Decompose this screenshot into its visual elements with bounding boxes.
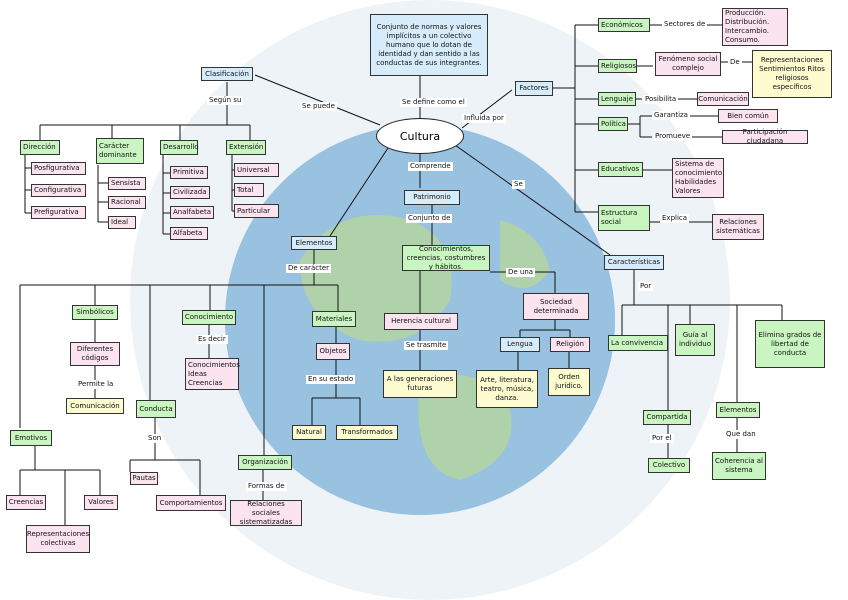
particular-node[interactable]: Particular xyxy=(234,204,279,218)
definition-node[interactable]: Conjunto de normas y valores implícitos … xyxy=(370,14,488,76)
generaciones-futuras-node[interactable]: A las generaciones futuras xyxy=(383,370,457,398)
label-por-el: Por el xyxy=(650,434,674,443)
compartida-node[interactable]: Compartida xyxy=(643,410,691,425)
prefigurativa-node[interactable]: Prefigurativa xyxy=(31,206,86,219)
label-sectores-de: Sectores de xyxy=(662,20,708,29)
bien-comun-node[interactable]: Bien común xyxy=(718,109,778,123)
politica-node[interactable]: Política xyxy=(598,117,628,131)
ideal-node[interactable]: Ideal xyxy=(108,216,136,229)
sensista-node[interactable]: Sensista xyxy=(108,177,146,190)
participacion-node[interactable]: Participación ciudadana xyxy=(722,128,808,145)
elementos-node-2[interactable]: Elementos xyxy=(716,402,760,418)
produccion-node[interactable]: Producción. Distribución. Intercambio. C… xyxy=(722,8,788,46)
label-se-define: Se define como el xyxy=(400,98,467,107)
label-promueve: Promueve xyxy=(653,132,693,141)
comportamientos-node[interactable]: Comportamientos xyxy=(156,495,226,511)
label-se: Se xyxy=(512,180,525,189)
relaciones-sociales-node[interactable]: Relaciones sociales sistematizadas xyxy=(230,500,302,526)
desarrollo-node[interactable]: Desarrollo xyxy=(160,140,199,155)
label-de-una: De una xyxy=(506,268,536,277)
organizacion-node[interactable]: Organización xyxy=(238,455,292,470)
extension-node[interactable]: Extensión xyxy=(226,140,266,155)
elementos-node[interactable]: Elementos xyxy=(291,236,337,250)
label-que-dan: Que dan xyxy=(724,430,758,439)
label-formas-de: Formas de xyxy=(246,482,287,491)
label-influida: Influida por xyxy=(462,114,506,123)
analfabeta-node[interactable]: Analfabeta xyxy=(170,206,214,219)
religion-node[interactable]: Religión xyxy=(550,337,590,352)
diferentes-codigos-node[interactable]: Diferentes códigos xyxy=(70,342,120,366)
label-son: Son xyxy=(146,434,164,443)
label-en-su-estado: En su estado xyxy=(306,375,356,384)
universal-node[interactable]: Universal xyxy=(234,163,279,177)
religiosos-node[interactable]: Religiosos xyxy=(598,59,637,73)
arte-literatura-node[interactable]: Arte, literatura, teatro, música, danza. xyxy=(476,370,538,408)
objetos-node[interactable]: Objetos xyxy=(316,343,350,360)
lengua-node[interactable]: Lengua xyxy=(500,337,540,352)
relaciones-sistematicas-node[interactable]: Relaciones sistemáticas xyxy=(712,214,764,240)
simbolicos-node[interactable]: Simbólicos xyxy=(72,305,118,320)
label-garantiza: Garantiza xyxy=(652,111,690,120)
caracteristicas-node[interactable]: Características xyxy=(604,255,664,270)
label-permite-la: Permite la xyxy=(76,380,116,389)
label-explica: Explica xyxy=(660,214,690,223)
label-de: De xyxy=(728,58,742,67)
lenguaje-node[interactable]: Lenguaje xyxy=(598,92,636,106)
conocimientos-ideas-node[interactable]: Conocimientos Ideas Creencias xyxy=(185,358,240,390)
convivencia-node[interactable]: La convivencia xyxy=(608,335,668,351)
herencia-cultural-node[interactable]: Herencia cultural xyxy=(384,313,458,330)
civilizada-node[interactable]: Civilizada xyxy=(170,186,210,199)
representaciones-colectivas-node[interactable]: Representaciones colectivas xyxy=(26,525,90,553)
emotivos-node[interactable]: Emotivos xyxy=(10,430,52,446)
fenomeno-node[interactable]: Fenómeno social complejo xyxy=(655,52,721,76)
racional-node[interactable]: Racional xyxy=(108,196,146,209)
materiales-node[interactable]: Materiales xyxy=(312,311,356,327)
total-node[interactable]: Total xyxy=(234,183,264,197)
elimina-grados-node[interactable]: Elimina grados de libertad de conducta xyxy=(755,320,825,368)
comunicacion-node-1[interactable]: Comunicación xyxy=(697,92,749,106)
label-conjunto-de: Conjunto de xyxy=(406,214,453,223)
orden-juridico-node[interactable]: Orden jurídico. xyxy=(548,368,590,396)
configurativa-node[interactable]: Configurativa xyxy=(31,184,86,197)
label-segun-su: Según su xyxy=(207,96,244,105)
label-por: Por xyxy=(638,282,654,291)
pautas-node[interactable]: Pautas xyxy=(130,472,158,485)
coherencia-node[interactable]: Coherencia al sistema xyxy=(712,452,766,480)
economicos-node[interactable]: Económicos xyxy=(598,18,650,32)
educativos-node[interactable]: Educativos xyxy=(598,162,643,177)
conducta-node[interactable]: Conducta xyxy=(136,400,176,418)
clasificacion-node[interactable]: Clasificación xyxy=(201,67,253,81)
conocimientos-creencias-node[interactable]: Conocimientos, creencias, costumbres y h… xyxy=(402,245,490,271)
transformados-node[interactable]: Transformados xyxy=(336,425,398,440)
colectivo-node[interactable]: Colectivo xyxy=(648,458,690,473)
label-de-caracter: De carácter xyxy=(286,264,332,273)
label-es-decir: Es decir xyxy=(196,335,228,344)
patrimonio-node[interactable]: Patrimonio xyxy=(404,190,460,205)
conocimiento-node[interactable]: Conocimiento xyxy=(182,310,236,325)
alfabeta-node[interactable]: Alfabeta xyxy=(170,227,208,240)
natural-node[interactable]: Natural xyxy=(292,425,326,440)
posfigurativa-node[interactable]: Posfigurativa xyxy=(31,162,86,175)
valores-node[interactable]: Valores xyxy=(84,495,118,510)
sistema-conocimiento-node[interactable]: Sistema de conocimiento Habilidades Valo… xyxy=(672,158,724,198)
representaciones-node[interactable]: Representaciones Sentimientos Ritos reli… xyxy=(752,50,832,98)
factores-node[interactable]: Factores xyxy=(515,81,553,96)
label-se-puede: Se puede xyxy=(300,102,337,111)
sociedad-determinada-node[interactable]: Sociedad determinada xyxy=(523,293,589,320)
guia-individuo-node[interactable]: Guía al individuo xyxy=(675,324,715,356)
primitiva-node[interactable]: Primitiva xyxy=(170,166,208,179)
creencias-node[interactable]: Creencias xyxy=(6,495,46,510)
label-posibilita: Posibilita xyxy=(643,95,679,104)
direccion-node[interactable]: Dirección xyxy=(20,140,60,155)
label-comprende: Comprende xyxy=(408,162,453,171)
comunicacion-node-2[interactable]: Comunicación xyxy=(66,398,124,414)
caracter-dominante-node[interactable]: Carácter dominante xyxy=(96,138,144,164)
label-se-trasmite: Se trasmite xyxy=(404,341,449,350)
cultura-center-node[interactable]: Cultura xyxy=(376,118,464,154)
estructura-social-node[interactable]: Estructura social xyxy=(598,205,650,231)
